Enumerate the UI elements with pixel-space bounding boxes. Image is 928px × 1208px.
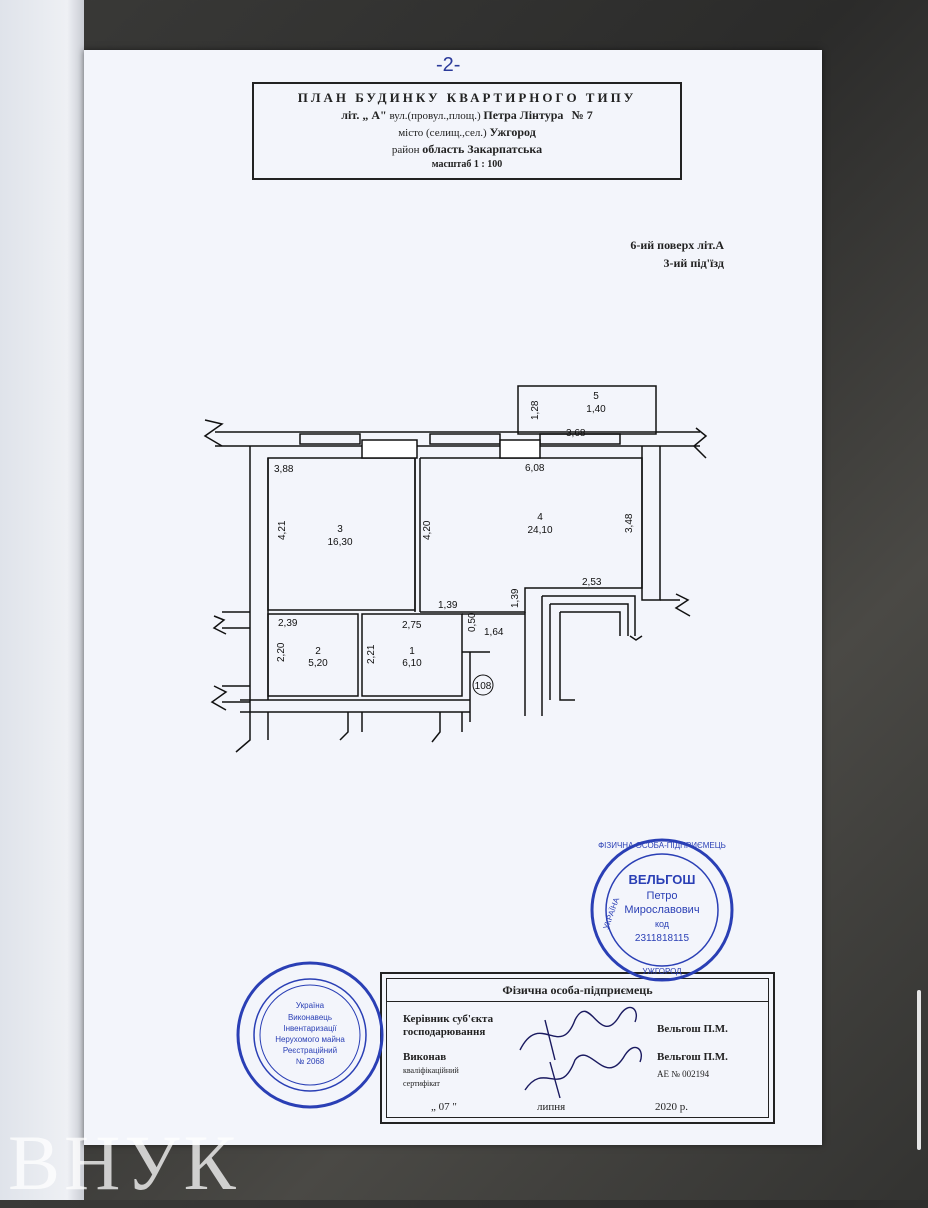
plan-title: ПЛАН БУДИНКУ КВАРТИРНОГО ТИПУ [297, 90, 637, 105]
entrance: 3-ий під'їзд [663, 256, 725, 270]
row2-sub-a: кваліфікаційний [403, 1066, 459, 1075]
stamp-right-code: 2311818115 [635, 933, 690, 944]
row2-label: Виконав кваліфікаційний сертифікат [403, 1051, 459, 1090]
date-day: „ 07 " [431, 1101, 457, 1113]
flat-mark-circle [472, 674, 494, 696]
region-name: область Закарпатська [422, 142, 543, 156]
room-3-number: 3 [337, 524, 343, 535]
page-number: -2- [436, 54, 461, 76]
stamp-right-top: ФІЗИЧНА ОСОБА-ПІДПРИЄМЕЦЬ [598, 841, 726, 850]
document-sheet: -2- ПЛАН БУДИНКУ КВАРТИРНОГО ТИПУ літ. „… [84, 50, 822, 1145]
room-2-area: 5,20 [308, 658, 328, 669]
signature-table-inner: Фізична особа-підприємець Керівник суб'є… [386, 978, 769, 1118]
stamp-right-name3: Мирославович [624, 904, 699, 916]
row1-label: Керівник суб'єкта господарювання [403, 1013, 493, 1039]
watermark: ВНУК [8, 1119, 240, 1206]
dim-3-48: 3,48 [624, 513, 635, 533]
date-month: липня [537, 1101, 566, 1113]
row1-label-b: господарювання [403, 1026, 486, 1038]
dim-2-53: 2,53 [582, 577, 602, 588]
room-5-area: 1,40 [586, 404, 606, 415]
title-box: ПЛАН БУДИНКУ КВАРТИРНОГО ТИПУ літ. „ А" … [252, 82, 682, 180]
stamp-left-line2: Виконавець [288, 1013, 332, 1022]
dim-6-08: 6,08 [525, 463, 545, 474]
dim-3-88: 3,88 [274, 464, 294, 475]
dim-2-39: 2,39 [278, 618, 298, 629]
stamp-right: ФІЗИЧНА ОСОБА-ПІДПРИЄМЕЦЬ ВЕЛЬГОШ Петро … [590, 838, 734, 982]
stamp-left: Україна Виконавець Інвентаризації Нерухо… [236, 961, 384, 1109]
room-4-number: 4 [537, 512, 543, 523]
scrollbar[interactable] [917, 990, 921, 1150]
city-line: місто (селищ.,сел.) Ужгород [254, 125, 680, 140]
room-5-number: 5 [593, 391, 599, 402]
stamp-left-line1: Україна [296, 1001, 325, 1010]
house-number: № 7 [571, 108, 593, 122]
lit-label: літ. „ А" [341, 108, 387, 122]
scale: масштаб 1 : 100 [431, 159, 503, 170]
stamp-right-left: УКРАЇНА [601, 896, 621, 931]
dim-1-64: 1,64 [484, 627, 504, 638]
stamp-right-code-label: код [655, 919, 670, 929]
room-1-number: 1 [409, 646, 415, 657]
row2-sub-b: сертифікат [403, 1079, 440, 1088]
room-1-area: 6,10 [402, 658, 422, 669]
plan-walls [203, 385, 708, 753]
signature-table-header: Фізична особа-підприємець [387, 979, 768, 1002]
district-prefix: район [391, 144, 420, 156]
city-prefix: місто (селищ.,сел.) [398, 127, 487, 139]
dim-0-50: 0,50 [467, 612, 478, 632]
dim-1-39-a: 1,39 [438, 600, 458, 611]
signature-2 [524, 1046, 642, 1099]
stamp-right-name1: ВЕЛЬГОШ [629, 872, 696, 887]
row2-label-main: Виконав [403, 1051, 447, 1063]
date-year: 2020 р. [655, 1101, 688, 1113]
left-page [0, 0, 84, 1200]
stamp-left-line3: Інвентаризації [283, 1024, 337, 1033]
stamp-right-name2: Петро [647, 890, 678, 902]
dim-4-20: 4,20 [422, 520, 433, 540]
flat-mark: 108 [475, 681, 492, 692]
stamp-left-line4: Нерухомого майна [275, 1035, 345, 1044]
row2-cert: АЕ № 002194 [657, 1069, 710, 1079]
stamp-left-line5: Реєстраційний [283, 1046, 337, 1055]
floor-info: 6-ий поверх літ.А 3-ий під'їзд [614, 236, 724, 272]
dim-2-75: 2,75 [402, 620, 422, 631]
room-2-number: 2 [315, 646, 321, 657]
room-3-area: 16,30 [327, 537, 352, 548]
region-line: район область Закарпатська [254, 142, 680, 157]
row1-name: Вельгош П.М. [657, 1023, 728, 1035]
stamp-right-bottom: УЖГОРОД [642, 967, 682, 976]
dim-3-68: 3,68 [566, 428, 586, 439]
row1-label-a: Керівник суб'єкта [403, 1013, 494, 1025]
address-line: літ. „ А" вул.(провул.,площ.) Петра Лінт… [254, 108, 680, 123]
city-name: Ужгород [489, 125, 536, 139]
row2-name: Вельгош П.М. [657, 1051, 728, 1063]
signature-1 [519, 1006, 637, 1061]
street-prefix: вул.(провул.,площ.) [389, 110, 481, 122]
room-4-area: 24,10 [527, 525, 552, 536]
dim-2-20: 2,20 [276, 642, 287, 662]
stamp-left-line6: № 2068 [296, 1057, 325, 1066]
street-name: Петра Лінтура [483, 108, 564, 122]
dim-1-39-b: 1,39 [510, 588, 521, 608]
dim-1-28: 1,28 [530, 400, 541, 420]
dim-4-21: 4,21 [277, 520, 288, 540]
dim-2-21: 2,21 [366, 644, 377, 664]
floor-level: 6-ий поверх літ.А [630, 238, 724, 252]
